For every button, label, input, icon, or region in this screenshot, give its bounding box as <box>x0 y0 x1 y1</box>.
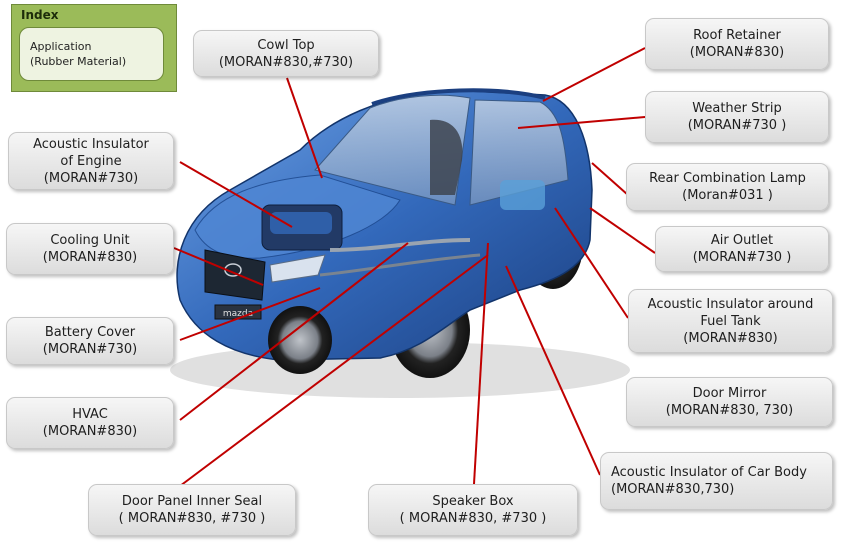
seat <box>430 119 463 195</box>
label-title: Acoustic Insulator of Car Body <box>611 465 807 480</box>
label-title: Weather Strip <box>692 101 782 116</box>
leader-rear-lamp <box>591 162 629 196</box>
leader-cooling-unit <box>173 247 264 286</box>
headlight <box>269 254 326 283</box>
label-speaker-box: Speaker Box ( MORAN#830, #730 ) <box>368 484 578 536</box>
label-title: Door Mirror <box>692 386 767 401</box>
label-material: (MORAN#830) <box>689 45 785 60</box>
label-material: ( MORAN#830, #730 ) <box>399 511 547 526</box>
internal-pipe <box>319 253 481 277</box>
label-material: (MORAN#830) <box>683 330 778 346</box>
internal-pipe <box>329 238 471 252</box>
label-material: (MORAN#730) <box>43 170 139 186</box>
engine-cover <box>270 212 332 234</box>
leader-fuel-tank <box>554 207 629 319</box>
label-title-2: of Engine <box>60 153 122 169</box>
label-material: (MORAN#730 ) <box>687 118 787 133</box>
leader-car-body <box>505 265 601 476</box>
leader-battery-cover <box>179 287 321 341</box>
label-cooling-unit: Cooling Unit (MORAN#830) <box>6 223 174 275</box>
label-material: (MORAN#830,730) <box>611 482 735 497</box>
label-material: (MORAN#830,#730) <box>218 54 354 70</box>
label-rear-combination-lamp: Rear Combination Lamp (Moran#031 ) <box>626 163 829 211</box>
label-weather-strip: Weather Strip (MORAN#730 ) <box>645 91 829 143</box>
label-material: (MORAN#830, 730) <box>665 403 794 418</box>
leader-door-panel <box>179 254 489 487</box>
index-line-2: (Rubber Material) <box>30 55 127 68</box>
label-air-outlet: Air Outlet (MORAN#730 ) <box>655 226 829 272</box>
label-acoustic-car-body: Acoustic Insulator of Car Body (MORAN#83… <box>600 452 833 510</box>
index-box: Index Application (Rubber Material) <box>11 4 177 92</box>
leader-cowl-top <box>286 77 323 179</box>
label-acoustic-fuel-tank: Acoustic Insulator around Fuel Tank (MOR… <box>628 289 833 353</box>
label-door-mirror: Door Mirror (MORAN#830, 730) <box>626 377 833 427</box>
leader-hvac <box>179 242 409 421</box>
leader-speaker-box <box>473 242 489 485</box>
front-grille <box>204 249 266 301</box>
label-roof-retainer: Roof Retainer (MORAN#830) <box>645 18 829 70</box>
label-title: Air Outlet <box>710 233 774 248</box>
label-title: Battery Cover <box>44 325 136 340</box>
label-title: Roof Retainer <box>693 28 781 43</box>
index-line-1: Application <box>30 40 92 53</box>
label-title: Door Panel Inner Seal <box>121 494 263 509</box>
front-left-wheel <box>268 306 332 374</box>
label-title: Cowl Top <box>257 37 315 53</box>
label-title: Rear Combination Lamp <box>649 171 806 186</box>
label-material: (MORAN#830) <box>42 250 138 265</box>
label-title: Cooling Unit <box>50 233 130 248</box>
label-material: (MORAN#830) <box>42 424 138 439</box>
leader-air-outlet <box>589 207 656 254</box>
label-battery-cover: Battery Cover (MORAN#730) <box>6 317 174 365</box>
label-material: (MORAN#730 ) <box>692 250 792 265</box>
index-legend: Application (Rubber Material) <box>19 27 164 81</box>
leader-acoustic-engine <box>179 161 293 228</box>
label-title: Acoustic Insulator around <box>647 296 814 312</box>
label-cowl-top: Cowl Top (MORAN#830,#730) <box>193 30 379 77</box>
leader-roof-retainer <box>542 47 646 102</box>
fuel-tank <box>500 180 545 210</box>
leader-weather-strip <box>517 116 646 129</box>
label-title: Acoustic Insulator <box>33 136 149 152</box>
label-material: (Moran#031 ) <box>682 188 773 203</box>
roof-rail <box>371 88 546 106</box>
label-acoustic-engine: Acoustic Insulator of Engine (MORAN#730) <box>8 132 174 190</box>
label-title-2: Fuel Tank <box>700 313 761 329</box>
label-door-panel-inner-seal: Door Panel Inner Seal ( MORAN#830, #730 … <box>88 484 296 536</box>
label-material: (MORAN#730) <box>42 342 138 357</box>
index-title: Index <box>21 8 59 22</box>
badge-text: mazda <box>223 309 253 319</box>
label-title: Speaker Box <box>432 494 514 509</box>
label-material: ( MORAN#830, #730 ) <box>118 511 266 526</box>
label-title: HVAC <box>72 407 108 422</box>
label-hvac: HVAC (MORAN#830) <box>6 397 174 449</box>
